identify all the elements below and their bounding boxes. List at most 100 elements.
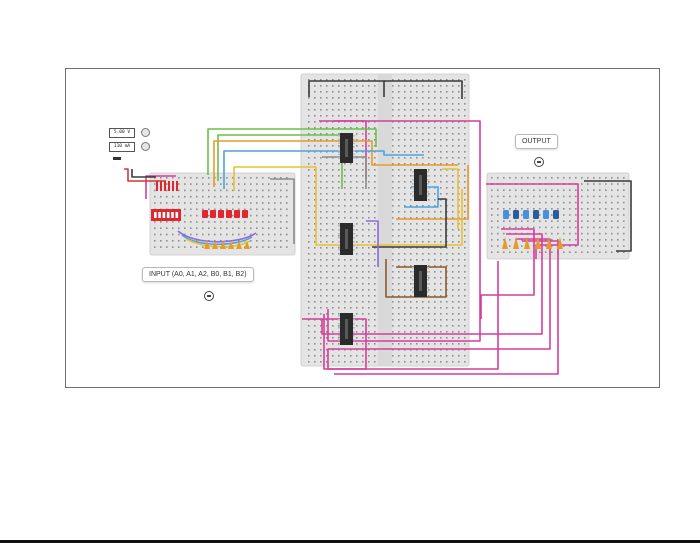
input-resistor bbox=[204, 241, 210, 249]
chip-pin bbox=[353, 233, 355, 235]
chip-pin bbox=[338, 146, 340, 148]
chip-pin bbox=[412, 191, 414, 193]
chip-pin bbox=[338, 237, 340, 239]
input-label: INPUT (A0, A1, A2, B0, B1, B2) bbox=[142, 267, 254, 282]
current-knob-icon[interactable] bbox=[141, 142, 150, 151]
output-collapse-icon[interactable] bbox=[534, 157, 544, 167]
input-resistor bbox=[220, 241, 226, 249]
chip-pin bbox=[427, 195, 429, 197]
output-led bbox=[553, 210, 559, 219]
chip-pin bbox=[427, 271, 429, 273]
chip-pin bbox=[353, 323, 355, 325]
circuit-schematic[interactable] bbox=[66, 69, 660, 388]
chip-pin bbox=[353, 331, 355, 333]
chip-pin bbox=[412, 271, 414, 273]
chip-pin bbox=[412, 171, 414, 173]
input-pin bbox=[176, 181, 178, 191]
chip-pin bbox=[353, 135, 355, 137]
chip-pin bbox=[427, 183, 429, 185]
ic-chip-3 bbox=[338, 223, 355, 255]
chip-pin bbox=[353, 138, 355, 141]
chip-pin bbox=[353, 241, 355, 243]
input-led bbox=[226, 210, 232, 218]
dip-slot bbox=[158, 212, 161, 218]
chip-pin bbox=[412, 279, 414, 281]
chip-pin bbox=[412, 283, 414, 285]
chip-pin bbox=[353, 157, 355, 159]
main-breadboard[interactable] bbox=[300, 73, 470, 367]
chip-pin bbox=[412, 275, 414, 277]
chip-pin bbox=[338, 229, 340, 231]
chip-label-mark bbox=[345, 229, 348, 249]
output-resistor bbox=[502, 237, 508, 249]
wires bbox=[124, 80, 632, 375]
chip-pin bbox=[338, 319, 340, 321]
input-led bbox=[242, 210, 248, 218]
input-pin bbox=[160, 181, 162, 191]
chip-pin bbox=[338, 225, 340, 227]
chip-pin bbox=[353, 142, 355, 145]
output-led bbox=[543, 210, 549, 219]
chip-pin bbox=[353, 245, 355, 247]
chip-pin bbox=[338, 241, 340, 243]
ic-chip-4 bbox=[412, 265, 429, 297]
input-switch-strip[interactable] bbox=[156, 181, 178, 191]
chip-pin bbox=[412, 179, 414, 181]
chip-pin bbox=[427, 279, 429, 281]
dip-slot bbox=[175, 212, 179, 218]
input-resistor bbox=[228, 241, 234, 249]
input-collapse-icon[interactable] bbox=[204, 291, 214, 301]
chip-pin bbox=[338, 135, 340, 137]
chip-pin bbox=[427, 287, 429, 289]
output-leds bbox=[503, 210, 559, 219]
voltage-knob-icon[interactable] bbox=[141, 128, 150, 137]
chip-label-mark bbox=[419, 271, 422, 291]
circuit-canvas[interactable]: 5.00 V 110 mA INPUT (A0, A1, A2, B0, B1,… bbox=[65, 68, 660, 388]
input-resistor bbox=[244, 241, 250, 249]
chip-pin bbox=[338, 315, 340, 317]
dip-slot bbox=[171, 212, 174, 218]
input-leds bbox=[202, 210, 248, 218]
chip-pin bbox=[338, 153, 340, 156]
output-led bbox=[513, 210, 519, 219]
output-led bbox=[533, 210, 539, 219]
chip-pin bbox=[427, 171, 429, 173]
chip-pin bbox=[427, 187, 429, 189]
chip-pin bbox=[353, 319, 355, 321]
input-led bbox=[234, 210, 240, 218]
input-triangle-leds bbox=[204, 241, 250, 249]
chip-pin bbox=[338, 331, 340, 333]
voltage-display: 5.00 V bbox=[109, 128, 135, 138]
chip-pin bbox=[338, 327, 340, 329]
output-resistor bbox=[557, 237, 563, 249]
output-led bbox=[523, 210, 529, 219]
chip-pin bbox=[427, 291, 429, 293]
chip-pin bbox=[353, 335, 355, 337]
chip-pin bbox=[412, 287, 414, 289]
chip-pin bbox=[353, 146, 355, 148]
chip-pin bbox=[338, 233, 340, 235]
input-pin bbox=[164, 181, 166, 191]
chip-label-mark bbox=[419, 175, 422, 195]
chip-pin bbox=[427, 191, 429, 193]
chip-pin bbox=[353, 315, 355, 317]
chip-pin bbox=[353, 229, 355, 231]
dip-switch[interactable] bbox=[151, 209, 181, 221]
chip-pin bbox=[338, 157, 340, 159]
chip-pin bbox=[353, 149, 355, 152]
chip-label-mark bbox=[345, 319, 348, 339]
page-divider bbox=[0, 540, 700, 543]
output-resistor bbox=[546, 237, 552, 249]
chip-pin bbox=[338, 245, 340, 247]
chip-pin bbox=[353, 237, 355, 239]
input-pin bbox=[168, 181, 170, 191]
chip-pin bbox=[427, 179, 429, 181]
power-supply[interactable]: 5.00 V 110 mA bbox=[109, 126, 157, 162]
chip-pin bbox=[353, 225, 355, 227]
chip-pin bbox=[412, 195, 414, 197]
chip-pin bbox=[353, 339, 355, 341]
input-resistor bbox=[236, 241, 242, 249]
output-resistor bbox=[535, 237, 541, 249]
chip-pin bbox=[338, 149, 340, 152]
ic-chips[interactable] bbox=[338, 133, 429, 345]
